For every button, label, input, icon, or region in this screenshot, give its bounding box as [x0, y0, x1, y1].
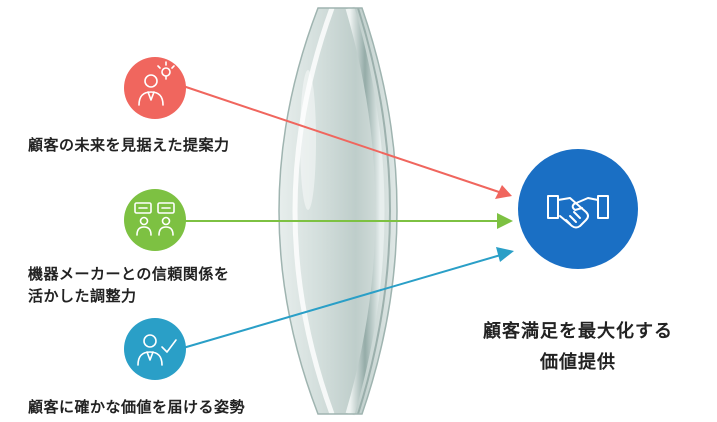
businessman-check-icon: [137, 334, 177, 366]
lens: [278, 6, 398, 416]
arrow-blue: [182, 247, 514, 349]
arrow-red: [182, 85, 512, 199]
result-text: 顧客満足を最大化する 価値提供: [450, 316, 706, 378]
result-line-1: 顧客満足を最大化する: [483, 321, 673, 342]
factor-circle-2: [124, 189, 186, 251]
factor-label-2: 機器メーカーとの信頼関係を 活かした調整力: [28, 265, 230, 305]
factor-circle-1: [124, 57, 186, 119]
factor-label-1: 顧客の未来を見据えた提案力: [28, 136, 230, 154]
businessman-idea-icon: [138, 61, 175, 106]
factor-label-3: 顧客に確かな価値を届ける姿勢: [28, 398, 246, 416]
factor-circle-3: [124, 318, 186, 380]
arrow-green: [183, 213, 513, 229]
handshake-icon: [547, 195, 609, 229]
meeting-discussion-icon: [134, 202, 175, 236]
result-line-2: 価値提供: [540, 352, 616, 373]
